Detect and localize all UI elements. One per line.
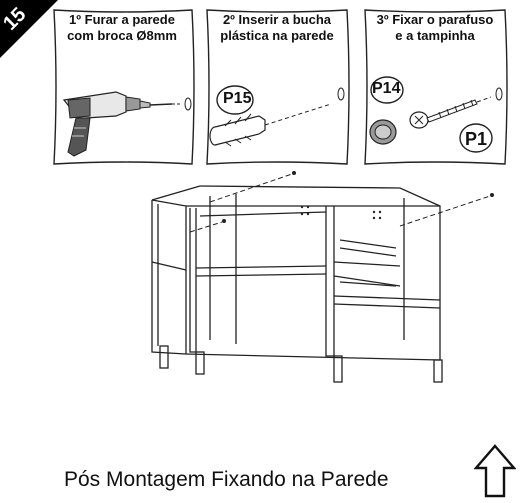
panel-title-line1: 3º Fixar o parafuso <box>376 12 494 27</box>
part-label-p14: P14 <box>372 80 401 97</box>
panel-title-line2: e a tampinha <box>395 28 475 43</box>
screw-icon <box>369 76 503 153</box>
step-badge-triangle <box>0 0 58 58</box>
panel-title-line2: com broca Ø8mm <box>67 28 177 43</box>
drill-icon <box>62 91 192 157</box>
panel-frame <box>53 9 195 165</box>
panel-title-line1: 1º Furar a parede <box>69 12 175 27</box>
panel-drill: 1º Furar a parede com broca Ø8mm <box>46 8 198 166</box>
panel-frame <box>206 9 350 165</box>
part-label-p1: P1 <box>465 129 488 149</box>
panel-screw: 3º Fixar o parafuso e a tampinha P14 P1 <box>359 8 511 166</box>
panel-wall-plug: 2º Inserir a bucha plástica na parede P1… <box>201 8 353 166</box>
up-arrow-icon <box>473 444 517 498</box>
panel-title-line2: plástica na parede <box>220 28 334 43</box>
step-badge: 15 <box>0 0 60 60</box>
wall-plug-icon <box>209 85 345 147</box>
panel-title: 3º Fixar o parafuso e a tampinha <box>359 12 511 44</box>
part-label-p15: P15 <box>223 90 252 107</box>
panel-frame <box>364 9 508 165</box>
caption: Pós Montagem Fixando na Parede <box>64 468 389 491</box>
panel-title: 2º Inserir a bucha plástica na parede <box>201 12 353 44</box>
panel-title-line1: 2º Inserir a bucha <box>222 12 332 27</box>
panel-title: 1º Furar a parede com broca Ø8mm <box>46 12 198 44</box>
